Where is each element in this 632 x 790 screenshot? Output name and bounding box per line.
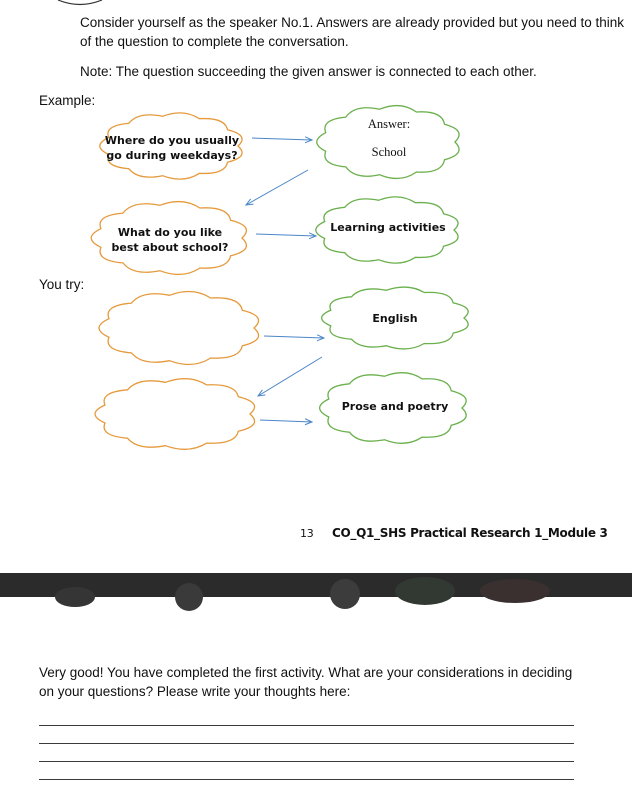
answer-cloud-try-1 <box>321 286 469 350</box>
example-label: Example: <box>39 93 96 108</box>
try-answer-2: Prose and poetry <box>341 400 449 413</box>
answer-line[interactable] <box>39 761 574 762</box>
question-cloud-example-2 <box>90 200 248 276</box>
example-question-2: What do you like best about school? <box>111 226 229 254</box>
header-decoration <box>57 0 103 6</box>
example-answer-2: Learning activities <box>330 221 446 234</box>
answer-line[interactable] <box>39 743 574 744</box>
page-separator-band <box>0 573 632 611</box>
diagram-canvas <box>90 104 469 450</box>
answer-cloud-try-2 <box>319 372 467 444</box>
example-answer-1: School <box>371 145 407 159</box>
answer-cloud-example-1 <box>316 104 460 180</box>
answer-cloud-example-2 <box>315 196 459 264</box>
note-text: Note: The question succeeding the given … <box>80 64 537 79</box>
example-answer-1-label: Answer: <box>367 117 411 131</box>
answer-line[interactable] <box>39 779 574 780</box>
answer-line[interactable] <box>39 725 574 726</box>
question-cloud-try-1 <box>98 290 260 366</box>
arrow-a1-to-q2 <box>246 169 309 205</box>
arrow-q2-to-a2 <box>255 234 316 236</box>
try-answer-1: English <box>372 312 418 325</box>
arrow-try-q2-a2 <box>259 420 312 422</box>
page-number: 13 <box>300 527 314 540</box>
reflection-prompt: Very good! You have completed the first … <box>39 665 573 699</box>
arrow-q1-to-a1 <box>251 138 312 140</box>
instruction-text: Consider yourself as the speaker No.1. A… <box>80 15 625 49</box>
arrow-try-a1-q2 <box>258 356 323 396</box>
arrow-try-q1-a1 <box>263 336 324 338</box>
question-cloud-try-2 <box>94 378 256 450</box>
module-code: CO_Q1_SHS Practical Research 1_Module 3 <box>332 526 608 540</box>
question-cloud-example-1 <box>99 112 243 180</box>
example-question-1: Where do you usually go during weekdays? <box>104 134 240 162</box>
you-try-label: You try: <box>39 277 85 292</box>
